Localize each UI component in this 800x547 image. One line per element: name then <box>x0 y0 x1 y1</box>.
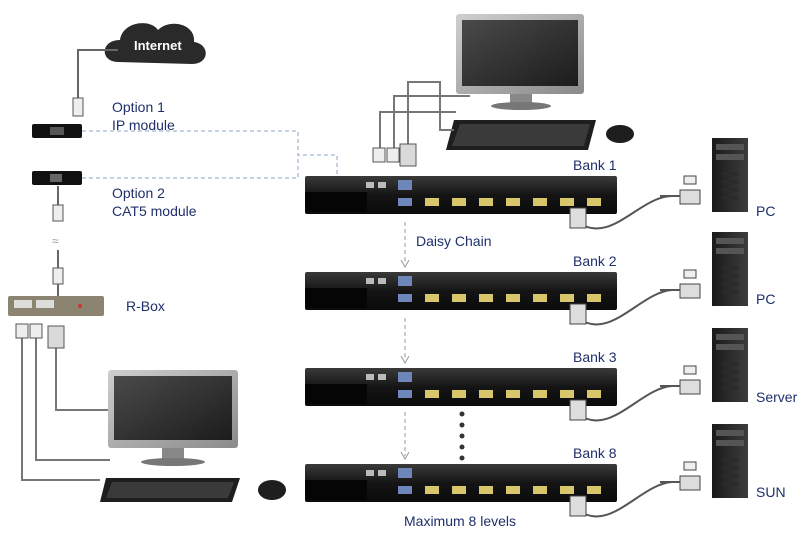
r-box-usb-cable <box>21 330 100 481</box>
computer-tower-icon <box>569 232 748 326</box>
usb-plug-icon <box>683 175 697 185</box>
usb-plug-icon <box>683 461 697 471</box>
computer-tower-icon <box>569 424 748 518</box>
device-label: PC <box>756 203 776 219</box>
more-banks-dots <box>459 411 465 461</box>
usb-plug-icon <box>15 323 29 339</box>
mouse-top-icon <box>606 125 634 143</box>
kvm-switch-unit <box>305 272 617 310</box>
usb-plug-icon <box>683 269 697 279</box>
vga-plug-icon <box>679 475 701 491</box>
vga-plug-icon <box>569 207 587 229</box>
console-usb-plug-icon <box>372 147 386 163</box>
kvm-switch-unit <box>305 176 617 214</box>
computer-tower-icon <box>569 138 748 230</box>
console-cable <box>379 111 456 150</box>
device-label: SUN <box>756 484 786 500</box>
computer-towers <box>569 138 748 518</box>
vga-plug-icon <box>679 379 701 395</box>
r-box-vga-cable <box>55 340 110 411</box>
vga-plug-icon <box>679 283 701 299</box>
vga-plug-icon <box>679 189 701 205</box>
option2-subtitle: CAT5 module <box>112 203 197 219</box>
console-cable-2 <box>393 95 470 150</box>
vga-plug-icon <box>569 399 587 421</box>
bank-label: Bank 1 <box>573 157 617 173</box>
device-label: PC <box>756 291 776 307</box>
bank-label: Bank 2 <box>573 253 617 269</box>
vga-plug-icon <box>569 303 587 325</box>
daisy-chain-label: Daisy Chain <box>416 233 492 249</box>
console-cable-3 <box>407 81 454 146</box>
vga-plug-icon <box>569 495 587 517</box>
console-usb-plug-icon-2 <box>386 147 400 163</box>
cat5-cable: ≈ <box>52 186 64 296</box>
console-vga-plug-icon <box>399 143 417 167</box>
usb-plug-icon-2 <box>29 323 43 339</box>
r-box-icon <box>8 296 104 316</box>
r-box-usb-cable-2 <box>35 330 110 461</box>
monitor-top-icon <box>456 14 584 110</box>
daisy-chain-arrows <box>400 222 410 461</box>
kvm-switch-stack <box>305 176 617 502</box>
device-label: Server <box>756 389 798 405</box>
kvm-switch-unit <box>305 464 617 502</box>
monitor-icon <box>108 370 238 466</box>
ip-module-icon <box>32 124 82 138</box>
computer-tower-icon <box>569 328 748 422</box>
mouse-icon <box>258 480 286 500</box>
maximum-levels-label: Maximum 8 levels <box>404 513 517 529</box>
keyboard-top-icon <box>446 120 596 150</box>
r-box-label: R-Box <box>126 298 165 314</box>
internet-cable <box>77 49 118 100</box>
bank-label: Bank 3 <box>573 349 617 365</box>
svg-text:≈: ≈ <box>52 234 59 248</box>
option1-subtitle: IP module <box>112 117 175 133</box>
option1-title: Option 1 <box>112 99 165 115</box>
bank-label: Bank 8 <box>573 445 617 461</box>
option2-title: Option 2 <box>112 185 165 201</box>
cat5-module-icon <box>32 171 82 185</box>
cat5-module-link <box>82 155 299 179</box>
ip-module-link <box>82 130 338 178</box>
internet-label: Internet <box>134 38 182 53</box>
rj45-plug-icon <box>72 97 84 117</box>
internet-cloud-icon <box>104 23 206 64</box>
keyboard-icon <box>100 478 240 502</box>
vga-plug-icon <box>47 325 65 349</box>
usb-plug-icon <box>683 365 697 375</box>
kvm-switch-unit <box>305 368 617 406</box>
